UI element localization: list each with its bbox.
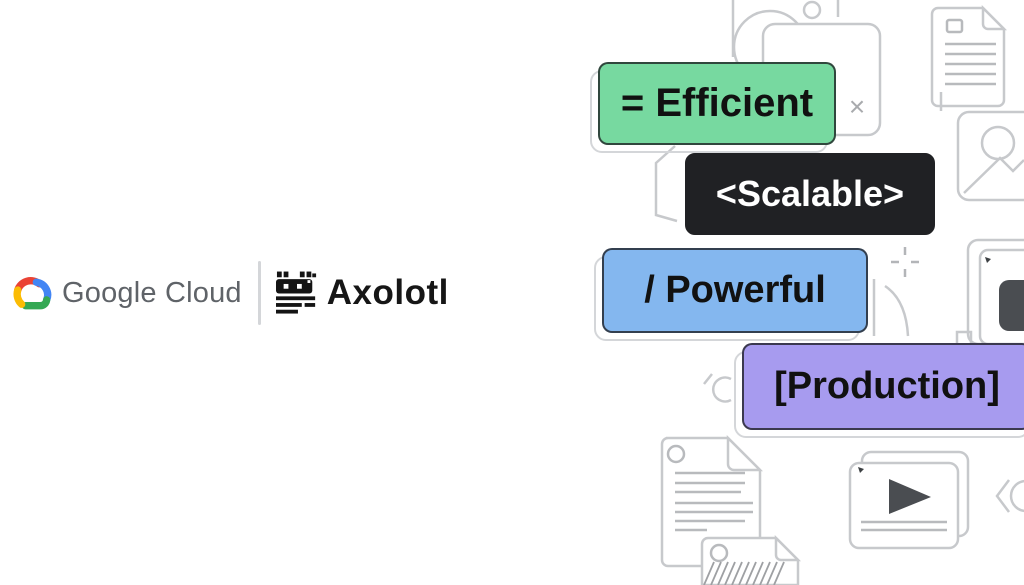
image-placeholder-icon <box>939 92 1024 202</box>
sparkle-icon <box>891 247 919 277</box>
badge-production: [Production] <box>742 343 1024 430</box>
media-card-icon <box>966 238 1024 346</box>
badge-efficient: = Efficient <box>598 62 836 145</box>
paper-icon <box>660 434 764 568</box>
partner-label: Axolotl <box>326 273 449 312</box>
brand-divider <box>257 261 261 325</box>
axolotl-logo-icon <box>275 271 316 314</box>
brand-lockup: Google Cloud Axolotl <box>6 261 449 325</box>
arc-doodle-icon <box>872 279 910 337</box>
c-arc-doodle-icon <box>703 373 732 403</box>
google-cloud-logo-icon <box>13 277 52 310</box>
close-icon: × <box>849 91 865 122</box>
card-edge-doodle-icon <box>955 330 973 345</box>
google-cloud-label: Google Cloud <box>62 276 242 309</box>
video-player-icon <box>848 450 970 550</box>
play-icon <box>889 479 931 514</box>
badge-scalable: <Scalable> <box>685 153 935 235</box>
document-icon <box>930 4 1008 108</box>
bracket-doodle-icon <box>654 145 678 223</box>
angle-bracket-circle-icon <box>995 479 1024 513</box>
badge-powerful: / Powerful <box>602 248 868 333</box>
shredded-paper-icon <box>700 534 802 585</box>
